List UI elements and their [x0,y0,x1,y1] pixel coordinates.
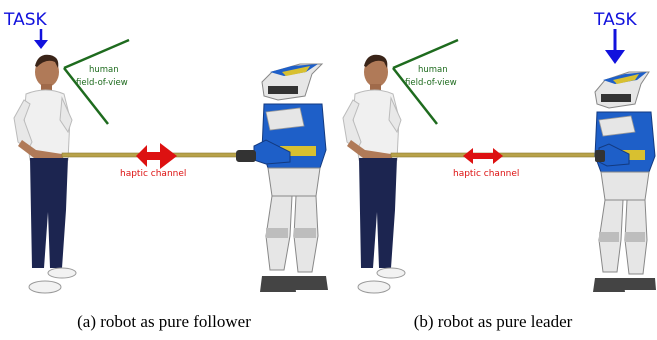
caption-b: (b) robot as pure leader [329,312,657,332]
caption-b-text: robot as pure leader [437,312,573,331]
fov-label-line2: field-of-view [76,78,128,88]
task-arrow-icon [605,29,625,64]
task-arrow-icon [34,29,48,49]
haptic-label: haptic channel [453,169,519,179]
task-label: TASK [593,10,637,30]
caption-b-letter: (b) [413,312,434,331]
human-figure [342,54,406,294]
panel-robot-leader: TASK human field-of-view [329,0,657,300]
fov-label-line2: field-of-view [405,78,457,88]
fov-lines [392,38,459,125]
humanoid-robot [593,71,656,292]
haptic-double-arrow-icon [463,148,503,164]
caption-a-text: robot as pure follower [100,312,251,331]
panel-a-illustration: TASK human [3,10,328,294]
fov-label-line1: human [418,65,448,75]
fov-lines [63,38,130,125]
caption-a: (a) robot as pure follower [0,312,328,332]
panel-robot-follower: TASK human [0,0,328,300]
fov-label-line1: human [89,65,119,75]
panel-b-illustration: TASK human field-of-view [342,10,656,294]
haptic-double-arrow-icon [136,143,177,169]
haptic-label: haptic channel [120,169,186,179]
caption-a-letter: (a) [77,312,97,331]
humanoid-robot [236,63,328,292]
human-figure [13,54,77,294]
task-label: TASK [3,10,47,30]
